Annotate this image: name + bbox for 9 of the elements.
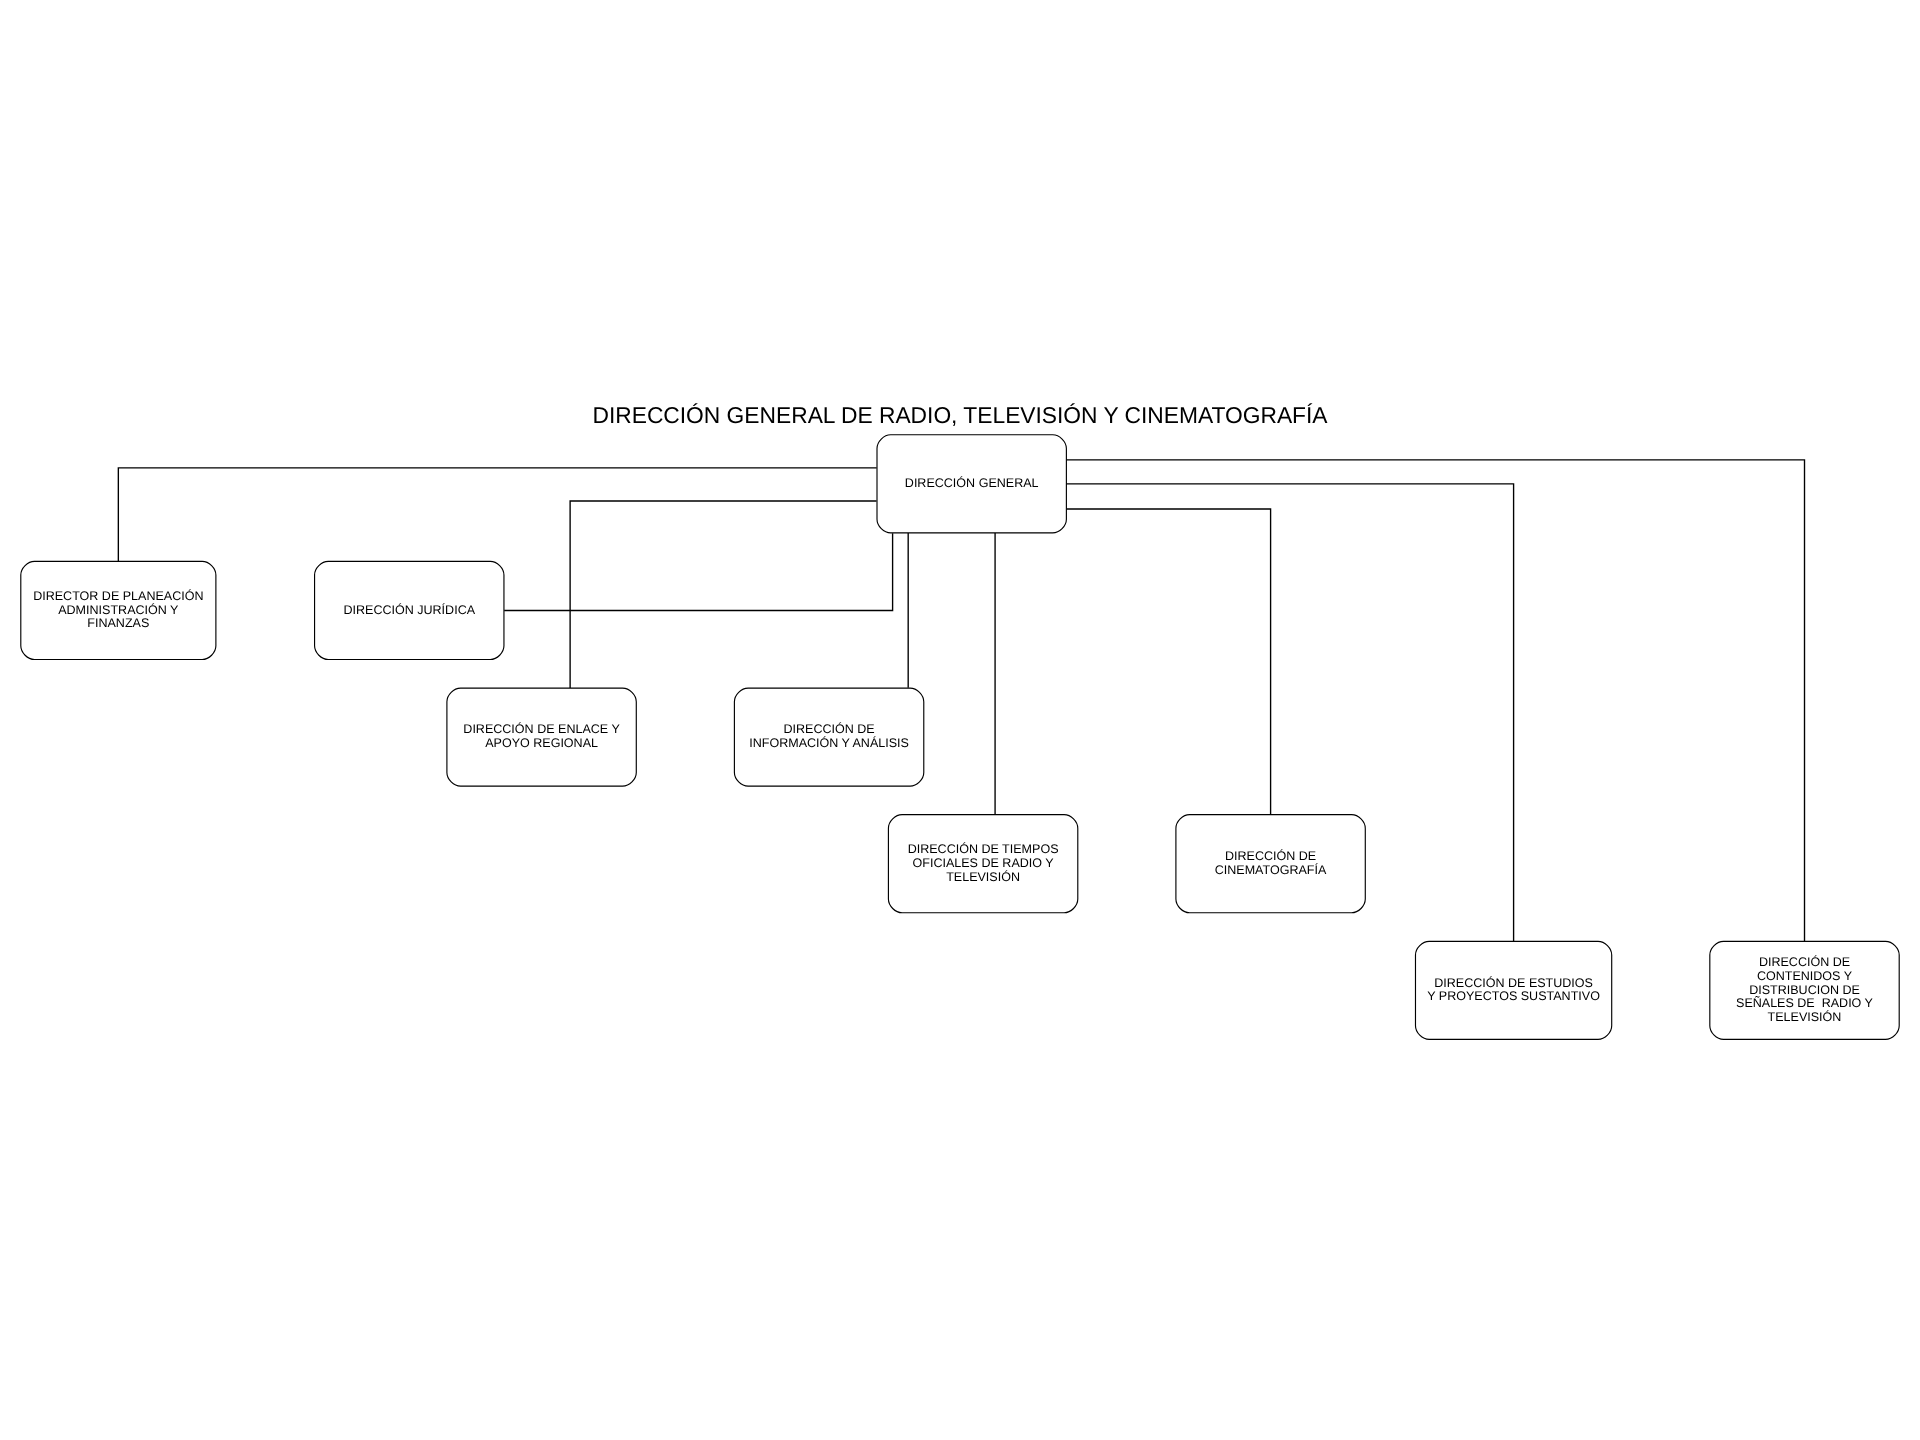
connector xyxy=(1065,459,1806,942)
connector xyxy=(503,532,894,612)
connector xyxy=(1065,483,1515,942)
connector xyxy=(569,500,878,689)
diagram-title: DIRECCIÓN GENERAL DE RADIO, TELEVISIÓN Y CINEMATOGRAFÍA xyxy=(592,405,1328,430)
connector xyxy=(907,532,909,689)
connector xyxy=(994,532,996,816)
connector xyxy=(117,467,878,563)
connector xyxy=(1066,508,1272,816)
